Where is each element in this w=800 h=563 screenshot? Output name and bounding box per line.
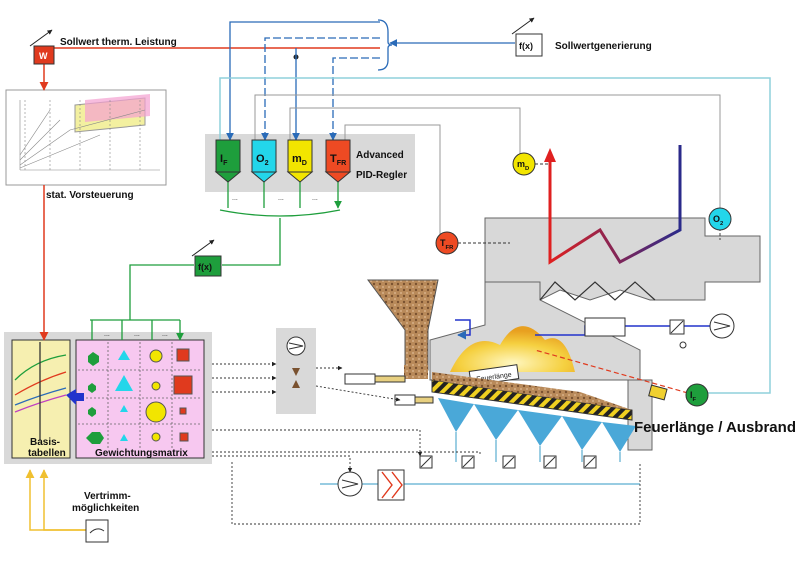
zone-dampers (419, 455, 597, 469)
superheater-bends (539, 281, 656, 301)
fx-green-block[interactable]: f(x) (191, 239, 222, 277)
sensor-o2[interactable]: O2 (708, 207, 732, 231)
advanced-label: Advanced (356, 150, 404, 161)
actuator-valve-bottom (292, 380, 300, 388)
brace (377, 19, 393, 71)
feedback-loop (219, 77, 771, 394)
ram-feeder-1 (344, 373, 376, 385)
actuator-valve-top (292, 368, 300, 376)
flue-gas-path (548, 145, 682, 265)
secondary-air (455, 313, 735, 349)
basis-label-1: Basis- (30, 437, 60, 448)
air-zone-1 (438, 398, 474, 432)
actuator-fan-icon (286, 336, 306, 356)
vertrimm-label-1: Vertrimm- (84, 491, 131, 502)
dots-4: ... (104, 331, 110, 338)
basis-label-2: tabellen (28, 448, 66, 459)
ram-rod-1 (374, 375, 406, 383)
ram-rod-2 (414, 396, 434, 404)
pid-controller-tfr[interactable]: TFR (324, 139, 352, 183)
fuel-hopper (367, 279, 439, 371)
gew-label: Gewichtungsmatrix (95, 448, 188, 459)
svg-text:IF: IF (690, 390, 697, 403)
fx-sollwert-block[interactable]: f(x) (511, 17, 543, 57)
matrix-arrow (66, 389, 84, 405)
vertrimm-label-2: möglichkeiten (72, 503, 139, 514)
trim-icon[interactable] (85, 519, 109, 543)
fx-sollwert-label: f(x) (519, 41, 533, 51)
svg-text:TFR: TFR (330, 153, 347, 167)
flue-gas-arrow (544, 148, 556, 162)
vorsteuerung-graph (19, 94, 160, 171)
svg-text:IF: IF (220, 153, 228, 167)
sollwert-label: Sollwert therm. Leistung (60, 37, 177, 48)
svg-text:TFR: TFR (440, 238, 454, 251)
svg-text:O2: O2 (713, 214, 724, 227)
air-zone-4 (562, 416, 602, 450)
fuel-chute (404, 365, 428, 379)
basis-curves (14, 342, 67, 440)
dots-1: ... (232, 195, 238, 202)
grate (431, 379, 633, 421)
sensor-if[interactable]: IF (685, 383, 709, 407)
secondary-fan (709, 313, 735, 339)
air-fan (337, 471, 363, 497)
sensor-tfr[interactable]: TFR (435, 231, 459, 255)
dots-3: ... (312, 195, 318, 202)
pid-label: PID-Regler (356, 170, 407, 181)
feuerlaenge-label: Feuerlänge (476, 372, 512, 384)
sensor-md[interactable]: mD (512, 152, 536, 176)
matrix-grid (78, 342, 202, 448)
underfire-air-zones (320, 398, 640, 501)
w-label: W (39, 51, 48, 61)
fx-green-label: f(x) (198, 262, 212, 272)
pid-controller-md[interactable]: mD (286, 139, 314, 183)
fuel-feed (344, 279, 633, 421)
svg-text:mD: mD (292, 153, 307, 167)
air-zone-2 (474, 404, 518, 440)
sollwertgen-label: Sollwertgenerierung (555, 41, 652, 52)
feuerlaenge-title: Feuerlänge / Ausbrand (634, 419, 796, 436)
dots-5: ... (134, 331, 140, 338)
dots-2: ... (278, 195, 284, 202)
dots-6: ... (162, 331, 168, 338)
pid-controller-if[interactable]: IF (214, 139, 242, 183)
pid-controller-o2[interactable]: O2 (250, 139, 278, 183)
camera (648, 384, 668, 401)
flame (450, 326, 575, 372)
stat-label: stat. Vorsteuerung (46, 190, 134, 201)
svg-text:O2: O2 (256, 153, 269, 167)
matrix-symbols (86, 348, 193, 444)
w-block[interactable]: W (29, 29, 55, 65)
svg-text:mD: mD (517, 159, 529, 172)
air-zone-5 (602, 422, 636, 452)
camera-sightline (534, 349, 689, 394)
air-zone-3 (518, 410, 562, 446)
air-preheater (377, 469, 405, 501)
fuel-bed (432, 372, 632, 410)
ram-feeder-2 (394, 394, 416, 406)
